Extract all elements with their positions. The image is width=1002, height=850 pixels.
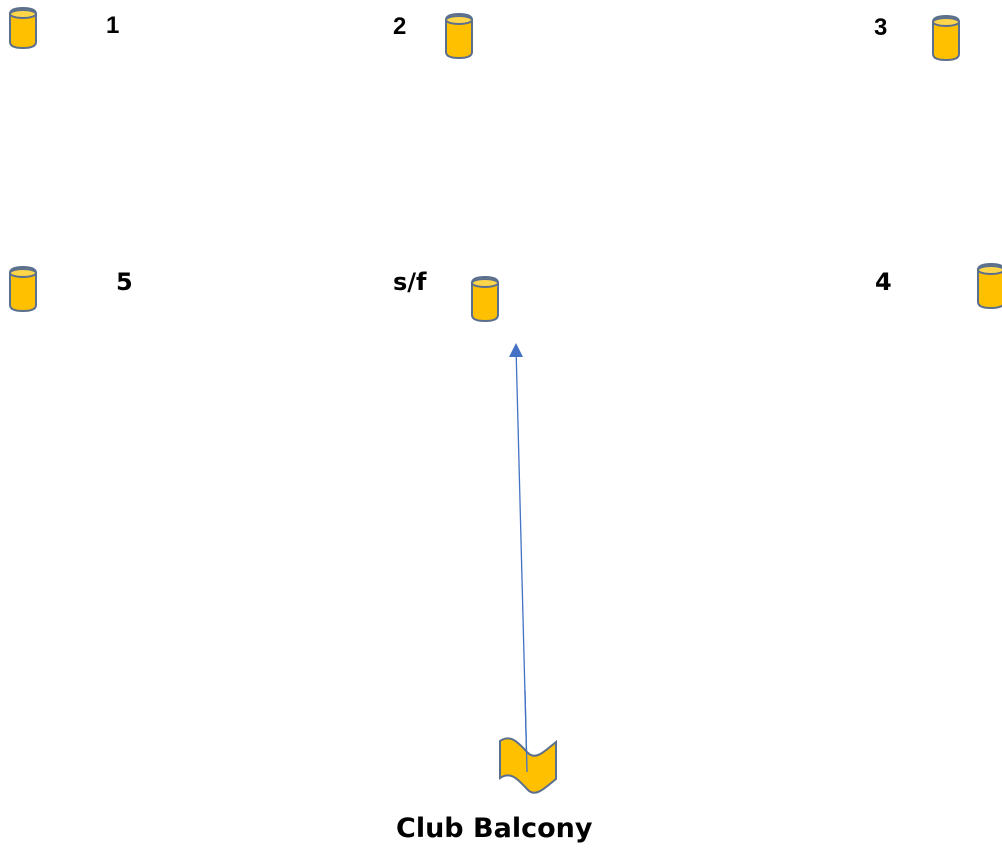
cone-marker-1 bbox=[9, 6, 37, 50]
cone-marker-5 bbox=[9, 265, 37, 313]
cone-label-2: 2 bbox=[393, 13, 407, 40]
route-arrow-tail bbox=[524, 689, 528, 773]
cone-marker-3 bbox=[932, 14, 960, 62]
cone-label-5: 5 bbox=[116, 268, 133, 296]
cone-label-sf: s/f bbox=[393, 268, 427, 296]
flag-icon bbox=[499, 737, 557, 794]
cone-label-1: 1 bbox=[106, 12, 120, 39]
cone-marker-2 bbox=[445, 12, 473, 60]
cone-label-4: 4 bbox=[875, 268, 892, 296]
route-arrow-head bbox=[509, 343, 523, 357]
cone-marker-sf bbox=[471, 275, 499, 323]
cone-label-3: 3 bbox=[874, 14, 888, 41]
cone-marker-4 bbox=[977, 262, 1002, 310]
start-label: Club Balcony bbox=[396, 813, 593, 844]
